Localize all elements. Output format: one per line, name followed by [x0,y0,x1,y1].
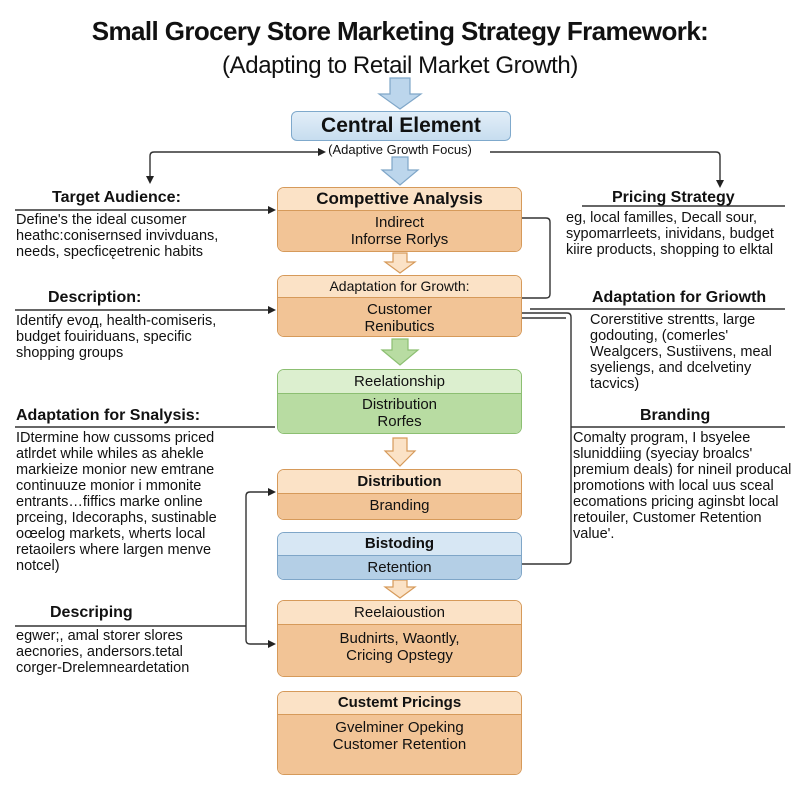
box-body-line: Customer Retention [332,736,467,753]
flow-box-distribution: Distribution Branding [277,469,522,520]
text-line: value'. [573,526,615,542]
box-header: Bistoding [278,533,521,556]
text-line: premium deals) for nineil producal [573,462,792,478]
arrow-down-icon [383,437,417,467]
box-body-line: Gvelminer Opeking [335,719,464,736]
adaptation-for-snalysis-heading: Adaptation for Snalysis: [16,407,201,424]
box-body-line: Customer [366,301,433,318]
flow-box-custemt-pricings: Custemt Pricings Gvelminer Opeking Custo… [277,691,522,775]
diagram-title: Small Grocery Store Marketing Strategy F… [91,16,709,46]
text-line: aecnories, andersors.tetal [16,644,183,660]
description-text: Identify evoд, health-comiseris, budget … [16,313,216,361]
pricing-strategy-heading: Pricing Strategy [612,189,735,206]
text-line: markieize monior new emtrane [16,462,215,478]
central-element-label: Central Element [321,114,481,137]
text-line: oœelog markets, wherts local [16,526,206,542]
diagram-subtitle: (Adapting to Retail Market Growth) [222,52,578,79]
box-header: Reelaioustion [278,601,521,625]
adaptation-for-griowth-heading: Adaptation for Griowth [592,289,767,306]
text-line: kiire products, shopping to elktal [566,242,774,258]
branding-heading: Branding [640,407,711,424]
text-line: corger-Drelemneardetation [16,660,190,676]
adaptation-for-snalysis-text: IDtermine how cussoms priced atlrdet whi… [16,430,217,574]
flow-box-competitive-analysis: Compettive Analysis Indirect Inforrse Ro… [277,187,522,252]
text-line: retaoilers where largen menve [16,542,212,558]
target-audience-heading: Target Audience: [52,189,181,206]
arrow-down-icon [380,338,420,366]
text-line: notcel) [16,558,60,574]
box-header: Compettive Analysis [278,188,521,211]
text-line: eg, local familles, Decall sour, [566,210,757,226]
text-line: atlrdet while whiles as ahekle [16,446,204,462]
central-element-sublabel: (Adaptive Growth Focus) [328,142,472,157]
box-header: Reelationship [278,370,521,394]
box-body-line: Branding [369,497,430,514]
text-line: IDtermine how cussoms priced [16,430,215,446]
text-line: promotions with local uus sceal [573,478,774,494]
text-line: Corerstitive strentts, large [590,312,756,328]
box-header: Custemt Pricings [278,692,521,715]
target-audience-text: Define's the ideal cusomer heathc:conise… [16,212,218,260]
box-body-line: Renibutics [364,318,435,335]
text-line: entrants…fiffics marke online [16,494,203,510]
text-line: needs, specficęetrenic habits [16,244,203,260]
text-line: shopping groups [16,345,124,361]
text-line: Define's the ideal cusomer [16,212,187,228]
flow-box-relationship: Reelationship Distribution Rorfes [277,369,522,434]
text-line: godouting, (comerles' [590,328,729,344]
text-line: retouiler, Customer Retention [573,510,762,526]
text-line: heathc:conisernsed invivduans, [16,228,219,244]
text-line: Identify evoд, health-comiseris, [16,313,217,329]
text-line: syeliengs, and dcelvetiny [590,360,752,376]
text-line: sluniddiing (syeciay broalcs' [573,446,753,462]
central-element-box: Central Element [291,111,511,141]
descriping-heading: Descriping [50,604,133,621]
adaptation-for-griowth-text: Corerstitive strentts, large godouting, … [590,312,772,392]
text-line: tacvics) [590,376,640,392]
box-header: Adaptation for Growth: [278,276,521,298]
text-line: prceing, Idecoraphs, sustinable [16,510,217,526]
flow-box-reelaioustion: Reelaioustion Budnirts, Waontly, Cricing… [277,600,522,677]
box-body-line: Retention [367,559,432,576]
arrow-down-icon [377,77,423,110]
text-line: sypomarrleets, inividans, budget [566,226,774,242]
branding-text: Comalty program, I bsyelee sluniddiing (… [573,430,791,542]
text-line: Wealgcers, Sustiivens, meal [590,344,772,360]
descriping-text: egwer;, amal storer slores aecnories, an… [16,628,189,676]
box-body-line: Budnirts, Waontly, [339,630,460,647]
text-line: continuuze monior i mmonite [16,478,202,494]
text-line: budget fouiriduans, specific [16,329,192,345]
flow-box-bistoding: Bistoding Retention [277,532,522,580]
arrow-down-icon [380,156,420,186]
box-body-line: Distribution [361,396,438,413]
text-line: egwer;, amal storer slores [16,628,183,644]
description-heading: Description: [48,289,142,306]
arrow-down-icon [383,579,417,599]
text-line: Comalty program, I bsyelee [573,430,751,446]
box-body-line: Cricing Opstegy [346,647,453,664]
arrow-down-icon [383,252,417,274]
box-body-line: Rorfes [377,413,422,430]
flow-box-adaptation-for-growth: Adaptation for Growth: Customer Renibuti… [277,275,522,337]
pricing-strategy-text: eg, local familles, Decall sour, sypomar… [566,210,774,258]
text-line: ecomations pricing aginsbt local [573,494,779,510]
box-body-line: Indirect [374,214,425,231]
box-body-line: Inforrse Rorlys [350,231,449,248]
box-header: Distribution [278,470,521,494]
